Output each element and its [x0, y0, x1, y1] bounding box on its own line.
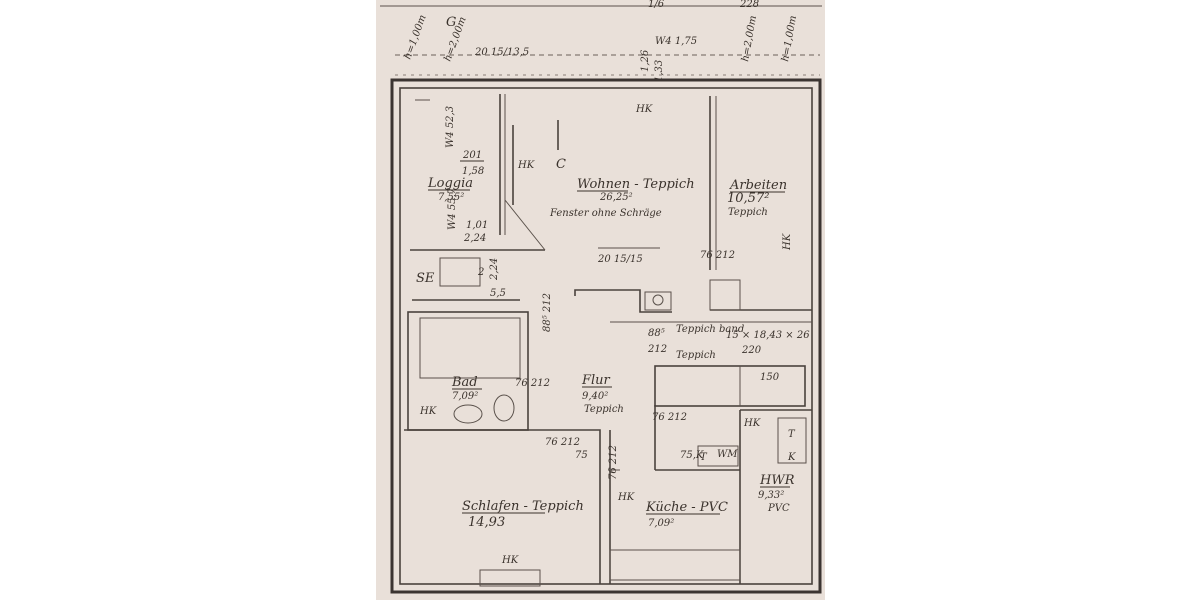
label-hk-bottom: HK [501, 555, 519, 566]
room-hwr: HWR 9,33² PVC [758, 473, 795, 514]
flur-floor: Teppich [584, 404, 624, 415]
room-flur: Flur 9,40² Teppich [581, 373, 624, 415]
exterior-walls [390, 78, 822, 594]
label-stair-b: 212 [647, 344, 667, 355]
label-stair-a: 88⁵ [648, 328, 665, 339]
label-d76-212-flur: 76 212 [652, 412, 687, 423]
label-stair-c: 220 [741, 345, 762, 356]
label-d76-212-bad: 76 212 [515, 378, 550, 389]
label-hk-arbeiten: HK [782, 233, 793, 251]
schlafen-area: 14,93 [468, 515, 505, 530]
dimension-annotations: W4 52,3 201 1,58 W4 55,7 1,01 2,24 HK C … [419, 104, 810, 566]
room-loggia: Loggia 7,55² [427, 176, 473, 203]
loggia-name: Loggia [427, 176, 473, 191]
label-d76-212-s: 76 212 [545, 437, 580, 448]
label-stair-formula: 15 × 18,43 × 26 [726, 330, 810, 341]
hwr-name: HWR [759, 473, 795, 488]
dim-top-left: 20 15/13,5 [474, 47, 529, 58]
loggia-dim-d: 2,24 [463, 233, 486, 244]
room-kueche: Küche - PVC 7,09² [645, 500, 728, 529]
bad-area: 7,09² [452, 391, 478, 402]
label-stair-floor: Teppich [676, 350, 716, 361]
arbeiten-name: Arbeiten [729, 178, 787, 193]
loggia-dim-a: 201 [462, 150, 482, 161]
label-hk-top: HK [635, 104, 653, 115]
label-dim-mid: 20 15/15 [597, 254, 643, 265]
loggia-dim-c: 1,01 [466, 220, 488, 231]
label-hk-kueche: HK [617, 492, 635, 503]
top-cut-b: 228 [739, 0, 759, 10]
label-d885-212: 88⁵ 212 [542, 293, 553, 332]
label-loggia-w: W4 55,7 [447, 187, 458, 230]
hwr-floor: PVC [767, 503, 790, 514]
loggia-area: 7,55² [438, 192, 464, 203]
interior-walls [404, 94, 812, 587]
loggia-dim-b: 1,58 [462, 166, 484, 177]
label-d75: 75 [575, 450, 588, 461]
label-d75k: 75,K [680, 450, 704, 461]
label-d150: 150 [760, 372, 780, 383]
bad-name: Bad [451, 375, 478, 390]
dim-top-mid-c: W4 1,75 [655, 36, 697, 47]
room-se: SE [416, 271, 435, 286]
se-name: SE [416, 271, 435, 286]
label-se-dim-a: 2,24 [489, 258, 500, 281]
arbeiten-area: 10,57² [727, 191, 769, 206]
room-bad: Bad 7,09² [451, 375, 482, 402]
label-d76-212-a: 76 212 [700, 250, 735, 261]
label-w4-a: W4 52,3 [445, 106, 456, 148]
wohnen-area: 26,25² [599, 192, 633, 203]
wohnen-name: Wohnen - Teppich [577, 177, 695, 192]
room-wohnen: Wohnen - Teppich 26,25² Fenster ohne Sch… [549, 177, 695, 219]
label-hk-bad: HK [419, 406, 437, 417]
arbeiten-floor: Teppich [728, 207, 768, 218]
flur-name: Flur [581, 373, 611, 388]
marker-g: G [446, 15, 456, 30]
kueche-name: Küche - PVC [645, 500, 728, 515]
label-wm: WM [717, 449, 738, 460]
label-t1: T [788, 429, 796, 440]
dim-top-mid-a: 1,26 [640, 49, 651, 72]
schlafen-name: Schlafen - Teppich [462, 499, 584, 514]
label-d76-212-k: 76 212 [608, 445, 619, 480]
flur-area: 9,40² [582, 391, 608, 402]
label-c-marker: C [556, 157, 566, 172]
top-cut-a: 1/6 [648, 0, 665, 10]
label-hk-hwr: HK [743, 418, 761, 429]
label-t-schl: 2 [477, 267, 484, 278]
kueche-area: 7,09² [648, 518, 674, 529]
hwr-area: 9,33² [758, 490, 784, 501]
wohnen-note: Fenster ohne Schräge [549, 208, 662, 219]
label-stair-band: Teppich band [676, 324, 744, 335]
label-t2: T [700, 452, 708, 463]
label-k1: K [787, 452, 796, 463]
label-hk-loggia: HK [517, 160, 535, 171]
dim-top-mid-b: 1,33 [654, 60, 665, 82]
room-schlafen: Schlafen - Teppich 14,93 [462, 499, 584, 530]
label-se-dim-b: 5,5 [490, 288, 506, 299]
room-arbeiten: Arbeiten 10,57² Teppich [727, 178, 787, 218]
